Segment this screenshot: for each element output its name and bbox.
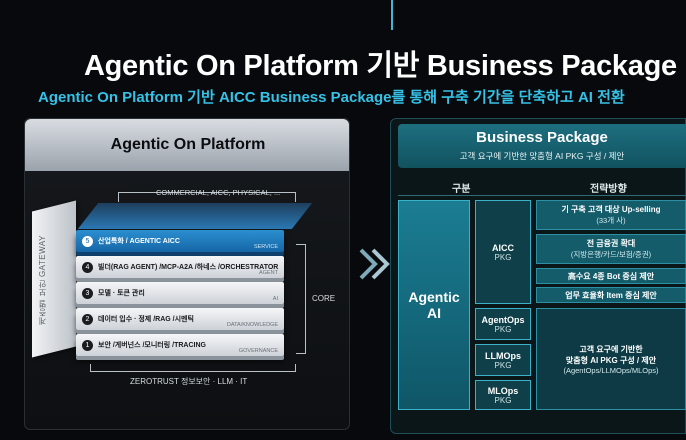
layer-service: 5 산업특화 / AGENTIC AICC SERVICE [76, 230, 284, 252]
zerotrust-bracket [90, 364, 296, 372]
layer-number: 3 [82, 287, 93, 299]
package-mlops: MLOps PKG [475, 380, 531, 410]
zerotrust-label: ZEROTRUST 정보보안 · LLM · IT [130, 377, 248, 386]
commercial-label: COMMERCIAL, AICC, PHYSICAL, ... [156, 188, 281, 197]
strategy-finance-expansion: 전 금융권 확대 (지방은행/카드/보험/증권) [536, 234, 686, 264]
agentic-label: Agentic [408, 289, 460, 305]
ai-label: AI [427, 305, 441, 321]
strategy-main: 고객 요구에 기반한 [579, 344, 643, 354]
business-package-subtitle: 고객 요구에 기반한 맞춤형 AI PKG 구성 / 제안 [459, 151, 625, 161]
strategy-main: 高수요 4종 Bot 중심 제안 [567, 271, 655, 281]
layer-text: 보안 /게버넌스 /모니터링 /TRACING [98, 342, 206, 349]
strategy-main-2: 맞춤형 AI PKG 구성 / 제안 [565, 355, 657, 365]
platform-title: Agentic On Platform [110, 136, 266, 153]
layer-text: 데이터 입수 · 정제 /RAG /시멘틱 [98, 316, 194, 323]
layer-text: 산업특화 / AGENTIC AICC [98, 238, 180, 245]
page-subtitle: Agentic On Platform 기반 AICC Business Pac… [38, 89, 625, 106]
business-package-header [398, 124, 686, 168]
top-accent-line [391, 0, 393, 30]
layer-tag: AI [272, 296, 278, 302]
strategy-custom-pkg: 고객 요구에 기반한 맞춤형 AI PKG 구성 / 제안 (AgentOps/… [536, 308, 686, 410]
platform-panel-header [25, 119, 349, 171]
layer-tag: SERVICE [253, 244, 278, 250]
layer-tag: GOVERNANCE [238, 348, 278, 354]
layer-data-knowledge: 2 데이터 입수 · 정제 /RAG /시멘틱 DATA/KNOWLEDGE [76, 308, 284, 330]
package-pkg: PKG [494, 360, 512, 370]
package-name: AICC [492, 242, 514, 253]
strategy-bot-proposal: 高수요 4종 Bot 중심 제안 [536, 268, 686, 284]
strategy-detail: (AgentOps/LLMOps/MLOps) [563, 365, 659, 375]
package-pkg: PKG [494, 324, 512, 334]
core-label: CORE [312, 294, 336, 303]
strategy-detail: (33개 사) [596, 216, 626, 225]
column-header-strategy: 전략방향 [590, 184, 627, 195]
package-name: LLMOps [485, 350, 521, 361]
strategy-upselling: 기 구축 고객 대상 Up-selling (33개 사) [536, 200, 686, 230]
commercial-bracket [118, 192, 296, 202]
package-aicc: AICC PKG [475, 200, 531, 304]
layer-number: 2 [82, 313, 93, 325]
gateway-label: 계층별 보안 GATEWAY [38, 235, 47, 325]
package-agentops: AgentOps PKG [475, 308, 531, 340]
layer-number: 4 [82, 261, 93, 273]
header-divider [398, 195, 686, 196]
column-header-category: 구분 [452, 184, 471, 195]
layer-number: 1 [82, 339, 93, 351]
strategy-detail: (지방은행/카드/보험/증권) [570, 250, 652, 259]
package-pkg: PKG [494, 252, 512, 262]
package-llmops: LLMOps PKG [475, 344, 531, 376]
layer-tag: AGENT [259, 270, 278, 276]
package-pkg: PKG [494, 395, 512, 405]
layer-text: 모델 · 토큰 관리 [98, 290, 145, 297]
page-title: Agentic On Platform 기반 Business Package [84, 50, 677, 82]
package-name: MLOps [487, 385, 519, 396]
agentic-ai-box: Agentic AI [398, 200, 470, 410]
layer-top-face [77, 203, 313, 229]
layer-tag: DATA/KNOWLEDGE [226, 322, 278, 328]
chevron-right-icon [359, 248, 390, 280]
layer-agent: 4 빌더(RAG AGENT) /MCP-A2A /하네스 /ORCHESTRA… [76, 256, 284, 278]
package-name: AgentOps [481, 314, 525, 325]
business-package-title: Business Package [476, 129, 608, 146]
strategy-efficiency-proposal: 업무 효율화 Item 중심 제안 [536, 287, 686, 303]
strategy-main: 기 구축 고객 대상 Up-selling [561, 205, 661, 214]
core-bracket [296, 244, 306, 354]
strategy-main: 업무 효율화 Item 중심 제안 [565, 290, 657, 300]
layer-ai: 3 모델 · 토큰 관리 AI [76, 282, 284, 304]
layer-text: 빌더(RAG AGENT) /MCP-A2A /하네스 /ORCHESTRATO… [98, 264, 279, 271]
strategy-main: 전 금융권 확대 [586, 239, 636, 248]
layer-governance: 1 보안 /게버넌스 /모니터링 /TRACING GOVERNANCE [76, 334, 284, 356]
layer-number: 5 [82, 235, 93, 247]
